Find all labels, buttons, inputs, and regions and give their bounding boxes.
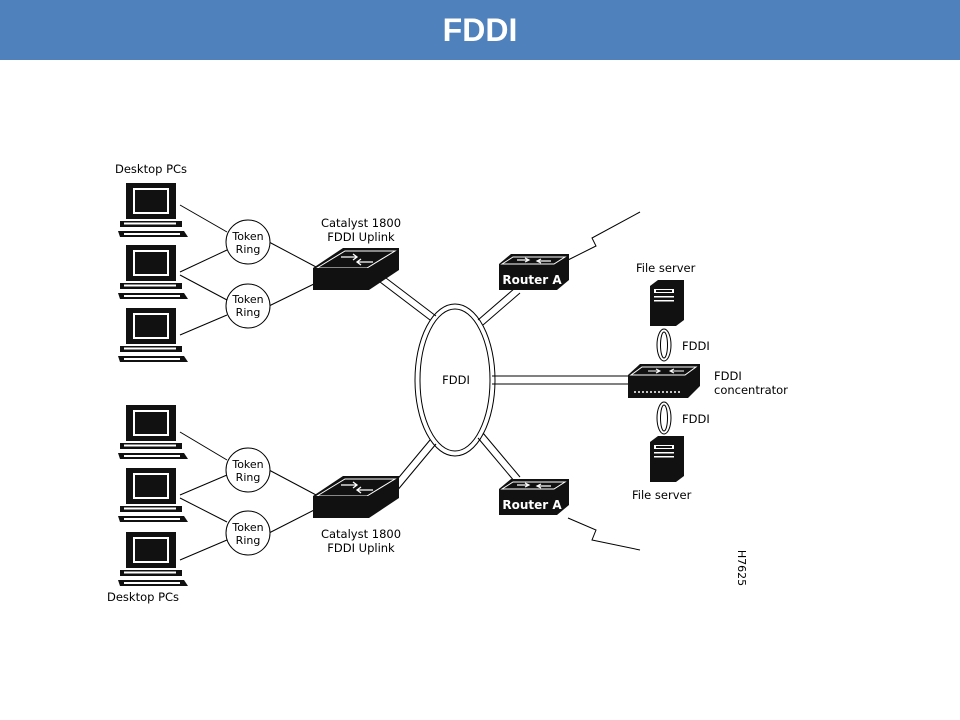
desktop-pc-icon (118, 245, 188, 299)
token-ring-line2: Ring (236, 471, 261, 484)
token-ring-top-1: Token Ring (225, 219, 271, 265)
slide-title: FDDI (442, 11, 518, 48)
token-ring-line2: Ring (236, 534, 261, 547)
catalyst-bottom-line2: FDDI Uplink (327, 541, 395, 555)
fddi-link-top-label: FDDI (682, 339, 710, 353)
desktop-pc-icon (118, 532, 188, 586)
desktop-pc-icon (118, 468, 188, 522)
router-a-top: Router A (498, 253, 570, 291)
desktop-pcs-label-bottom: Desktop PCs (107, 590, 179, 604)
router-label: Router A (502, 273, 562, 287)
token-ring-bottom-2: Token Ring (225, 510, 271, 556)
figure-id: H7625 (735, 550, 748, 586)
wan-links (567, 211, 641, 551)
fddi-ring-label: FDDI (442, 373, 470, 387)
catalyst-top-line1: Catalyst 1800 (321, 216, 401, 230)
desktop-pcs-label-top: Desktop PCs (115, 162, 187, 176)
fddi-link-bottom (656, 401, 672, 435)
fddi-ring (414, 303, 496, 457)
router-a-bottom: Router A (498, 478, 570, 516)
catalyst-top-line2: FDDI Uplink (327, 230, 395, 244)
desktop-pc-icon (118, 308, 188, 362)
token-ring-line1: Token (231, 230, 263, 243)
concentrator-label-line1: FDDI (714, 369, 742, 383)
file-server-bottom-label: File server (632, 488, 692, 502)
token-ring-bottom-1: Token Ring (225, 447, 271, 493)
router-label: Router A (502, 498, 562, 512)
desktop-pc-icon (118, 183, 188, 237)
desktop-pc-icon (118, 405, 188, 459)
token-ring-line1: Token (231, 521, 263, 534)
fddi-concentrator-icon (628, 364, 700, 398)
token-ring-line1: Token (231, 293, 263, 306)
token-ring-top-2: Token Ring (225, 283, 271, 329)
fddi-link-bottom-label: FDDI (682, 412, 710, 426)
concentrator-label-line2: concentrator (714, 383, 788, 397)
fddi-link-top (656, 328, 672, 362)
token-ring-line2: Ring (236, 243, 261, 256)
file-server-icon (650, 280, 684, 326)
token-ring-line1: Token (231, 458, 263, 471)
catalyst-switch-icon (312, 247, 400, 291)
title-bar: FDDI (0, 0, 960, 60)
catalyst-switch-icon (312, 475, 400, 519)
catalyst-bottom-line1: Catalyst 1800 (321, 527, 401, 541)
pc-links (179, 204, 319, 561)
trunk-lines (379, 277, 628, 505)
file-server-icon (650, 436, 684, 482)
token-ring-line2: Ring (236, 306, 261, 319)
file-server-top-label: File server (636, 261, 696, 275)
